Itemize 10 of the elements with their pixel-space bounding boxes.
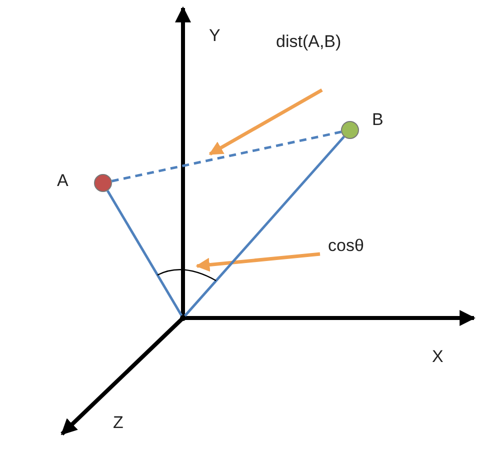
axis-label: Y [209, 26, 220, 46]
annotation-text: dist(A,B) [276, 32, 342, 52]
annotation-text: cosθ [328, 236, 364, 256]
axis-label: Z [113, 413, 124, 433]
dashed-line [112, 130, 342, 182]
leader-arrow [208, 88, 323, 156]
point-label: B [372, 110, 384, 130]
axis-label: X [432, 347, 444, 367]
leader-arrow [196, 252, 320, 272]
point-label: A [57, 171, 68, 191]
